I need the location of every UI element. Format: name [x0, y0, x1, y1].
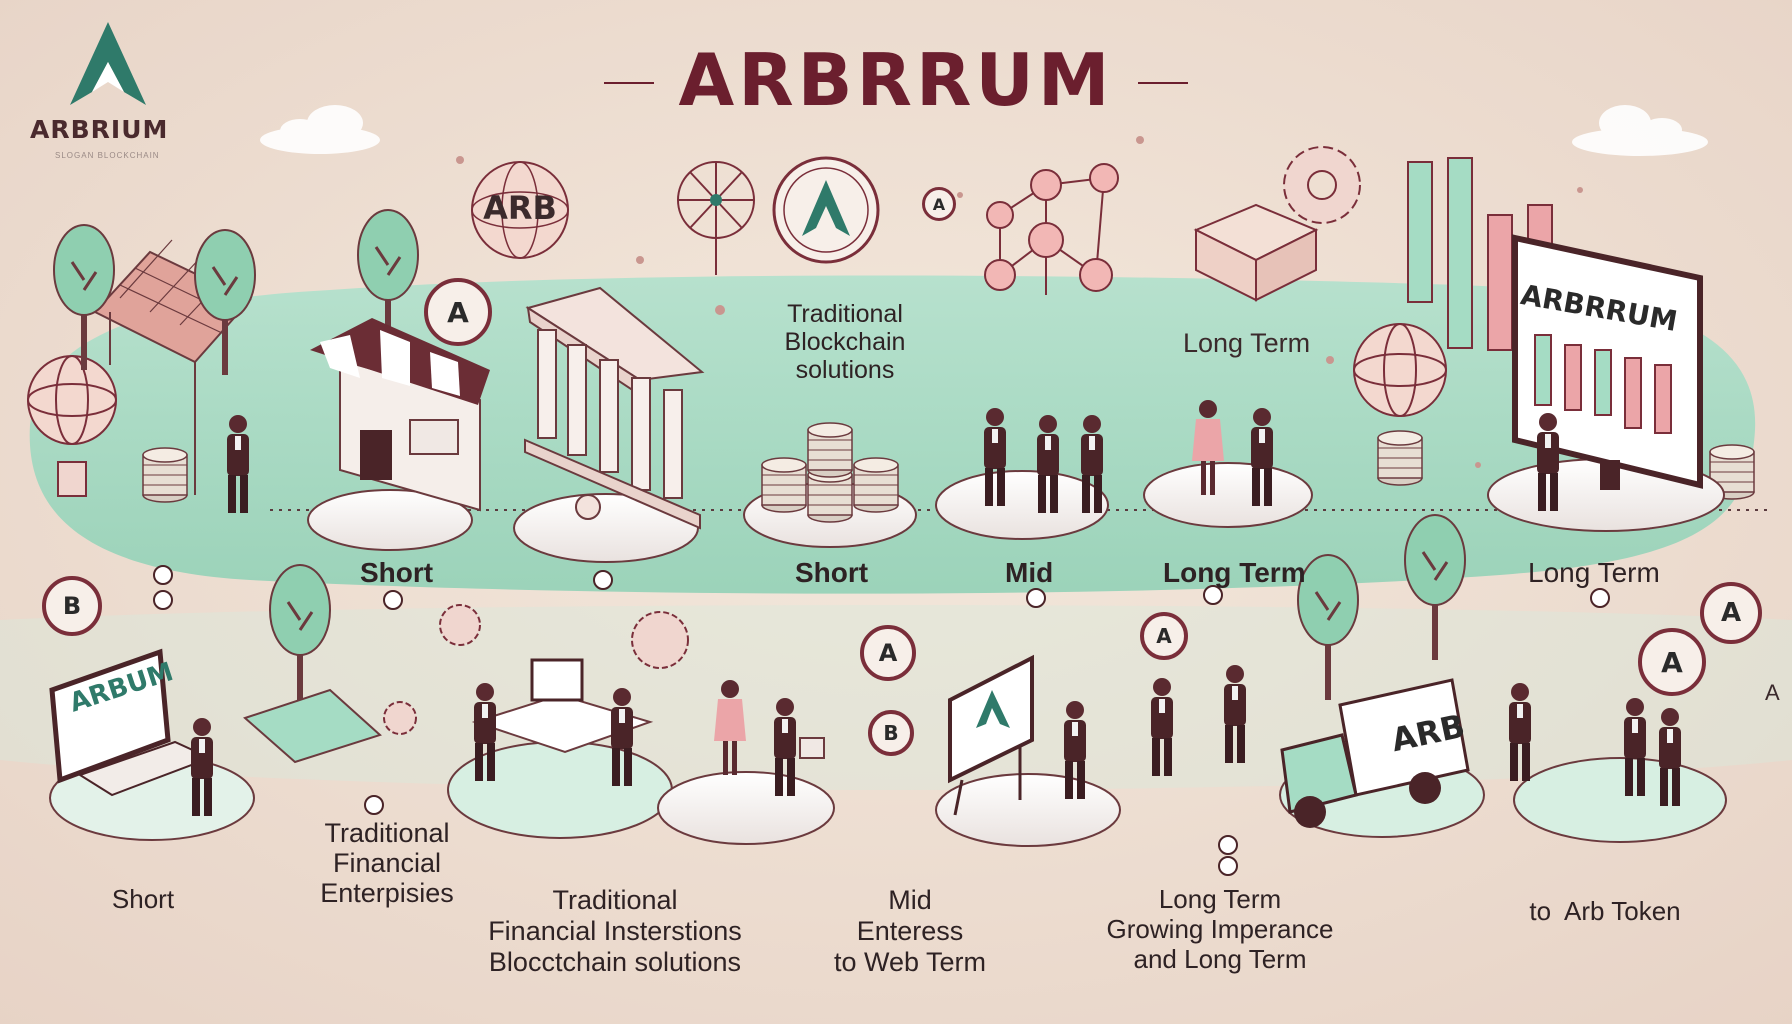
gear-icon [383, 604, 481, 735]
gear-icon [631, 611, 689, 669]
globe-icon [27, 355, 117, 497]
coin-b-icon: B [42, 576, 102, 636]
monitor-icon [1487, 234, 1725, 532]
cloud-icon [260, 105, 1708, 156]
arbrium-logo-icon [70, 22, 146, 105]
bottom-desc-enterprises: Traditional Financial Enterpisies [320, 818, 454, 909]
coin-a-edge-label: A [1765, 680, 1780, 705]
team-pedestal [935, 408, 1109, 540]
stage-label-short: Short [360, 557, 434, 588]
stage-label-short: Short [795, 557, 869, 588]
stage-label-long-term: Long Term [1528, 557, 1660, 588]
title-rule-left [604, 82, 654, 84]
bottom-desc-long-term: Long Term Growing Imperance and Long Ter… [1106, 884, 1334, 974]
logo-tagline: SLOGAN BLOCKCHAIN [55, 151, 160, 160]
handshake-pedestal [657, 680, 835, 845]
network-icon [677, 161, 755, 275]
bottom-desc-institutions: Traditional Financial Insterstions Blocc… [488, 885, 742, 978]
coin-a-icon: A [1638, 628, 1706, 696]
globe-icon [1353, 323, 1447, 417]
gear-icon [1283, 146, 1361, 224]
traditional-blockchain-label: Traditional Blockchain solutions [784, 300, 906, 384]
coin-a-icon: A [860, 625, 916, 681]
coin-stack-icon [142, 447, 188, 503]
crypto-cube-icon [1193, 203, 1319, 302]
coin-stack-icon [1377, 430, 1423, 486]
handshake-pedestal [1509, 683, 1727, 843]
arb-coin-label: ARB [483, 189, 557, 227]
truck-icon [1279, 678, 1485, 838]
molecule-network-icon [984, 163, 1119, 295]
arbitrum-coin-icon [772, 156, 880, 264]
coin-a-icon: A [1140, 612, 1188, 660]
coin-a-icon: A [922, 187, 956, 221]
coin-a-icon: A [424, 278, 492, 346]
stage-label-long-term: Long Term [1163, 557, 1306, 588]
coin-b-icon: B [868, 710, 914, 756]
presentation-board-icon [935, 654, 1121, 847]
stage-label-mid: Mid [1005, 557, 1054, 588]
garden-tile [243, 688, 382, 764]
bottom-desc-arb-token: to Arb Token [1529, 896, 1681, 926]
decorative-dots [456, 136, 1583, 468]
title-rule-right [1138, 82, 1188, 84]
bottom-desc-short: Short [111, 884, 175, 914]
pointer-pin [153, 565, 1610, 876]
logo-text: ARBRIUM [30, 115, 169, 144]
shop-icon [307, 318, 490, 551]
arb-globe-coin-icon [471, 161, 569, 259]
coin-stacks-pedestal [743, 422, 917, 548]
long-term-upper-label: Long Term [1183, 328, 1311, 358]
bottom-desc-mid: Mid Enteress to Web Term [833, 885, 987, 978]
coin-a-icon: A [1700, 582, 1762, 644]
page-title: ARBRRUM [678, 38, 1114, 122]
partners-pedestal [1143, 400, 1313, 528]
bank-icon [513, 286, 705, 563]
